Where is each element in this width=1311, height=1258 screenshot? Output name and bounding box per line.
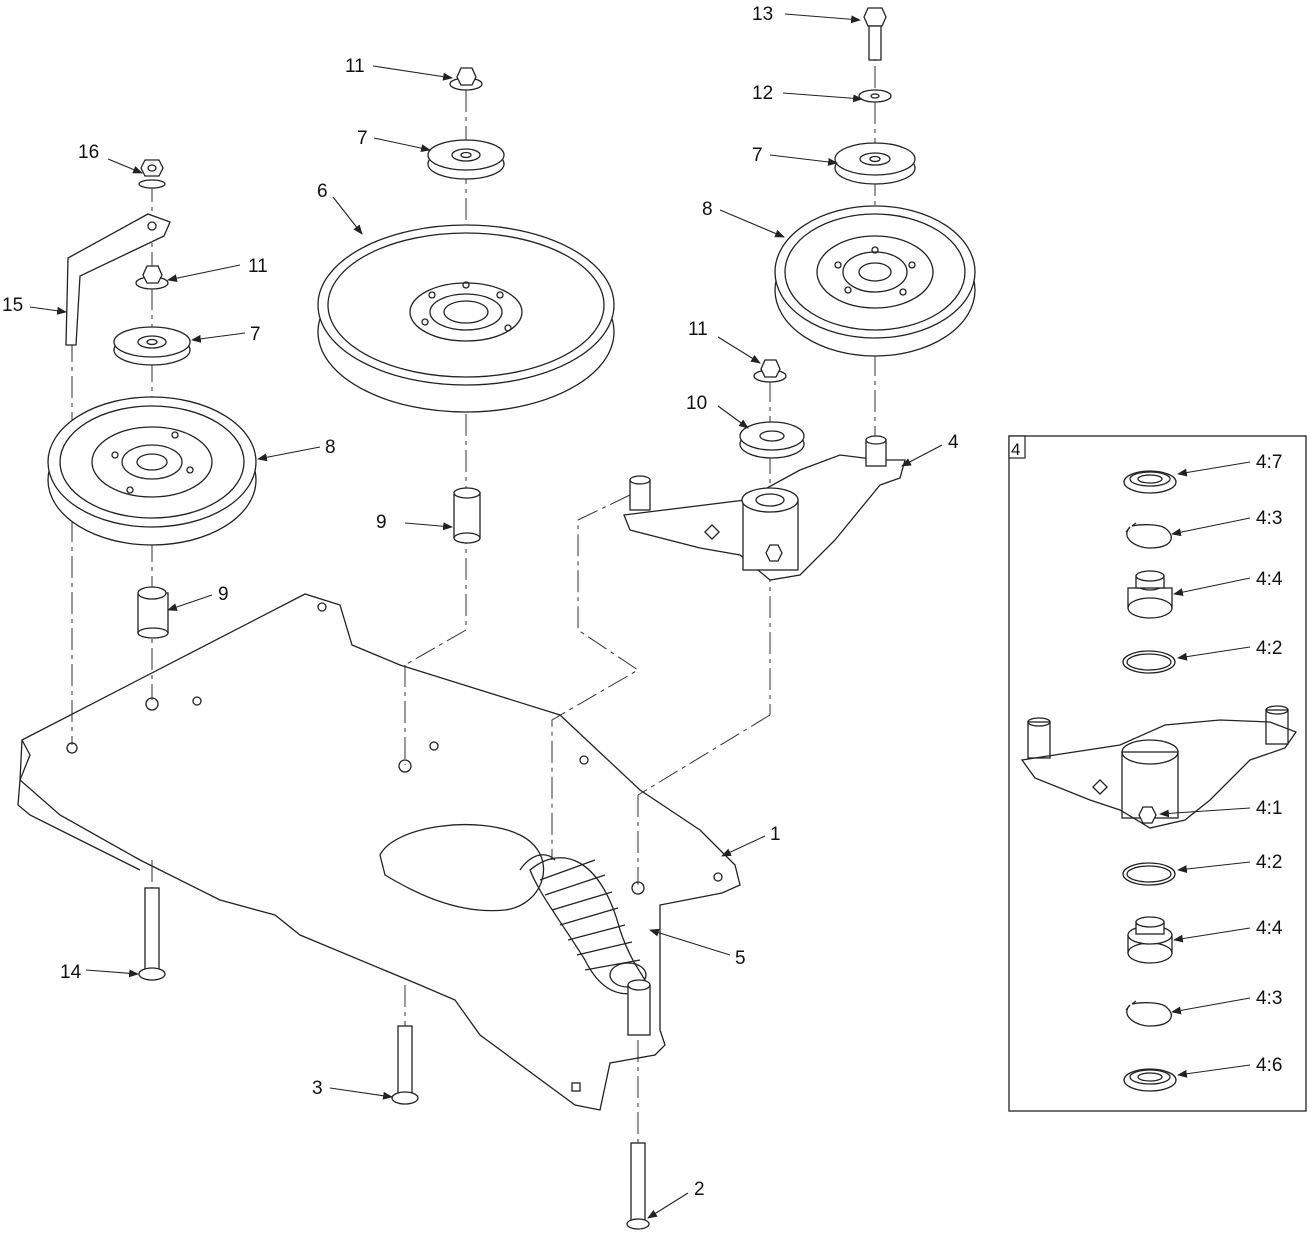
nut-11-right — [753, 359, 787, 383]
drive-pulley-6 — [317, 224, 615, 413]
oring-4-2-top — [1122, 650, 1176, 674]
seal-4-6 — [1123, 1068, 1177, 1092]
oring-4-2-bottom — [1122, 862, 1176, 886]
callout-5: 5 — [735, 948, 746, 969]
inset-callout-4-2-top: 4:2 — [1256, 638, 1282, 659]
snap-ring-4-3-top — [1125, 522, 1172, 549]
nut-16 — [138, 159, 166, 189]
callout-11-right: 11 — [688, 319, 708, 340]
spacer-9-left — [137, 586, 169, 639]
callout-10: 10 — [686, 393, 707, 414]
bolt-14 — [138, 887, 166, 981]
bearing-10 — [739, 421, 805, 459]
bracket-15 — [65, 213, 171, 346]
seal-4-7 — [1123, 470, 1177, 494]
inset-callout-4-6: 4:6 — [1256, 1055, 1282, 1076]
callout-9-center: 9 — [376, 512, 387, 533]
callout-leaders — [29, 13, 943, 1219]
callout-2: 2 — [694, 1179, 705, 1200]
callout-1: 1 — [770, 824, 781, 845]
washer-12 — [858, 89, 892, 103]
callout-14: 14 — [60, 962, 82, 983]
pulley-8-right — [774, 205, 976, 357]
callout-15: 15 — [2, 295, 23, 316]
callout-13: 13 — [752, 4, 773, 25]
inset-callout-4-3-bottom: 4:3 — [1256, 988, 1282, 1009]
callout-7-left: 7 — [250, 324, 261, 345]
tension-spring — [519, 854, 649, 995]
nut-11-center — [449, 67, 483, 91]
inset-callout-4-7: 4:7 — [1256, 452, 1282, 473]
callout-11-left: 11 — [248, 256, 268, 277]
callout-labels: 13 12 7 8 11 7 6 16 11 15 7 8 9 9 11 10 … — [2, 4, 959, 1200]
callout-7-center: 7 — [357, 128, 368, 149]
inset-callout-4-2-bottom: 4:2 — [1256, 852, 1282, 873]
bolt-3 — [391, 1025, 419, 1105]
callout-6: 6 — [317, 181, 328, 202]
stud-post — [627, 979, 651, 1036]
bolt-13 — [863, 7, 887, 61]
callout-12: 12 — [752, 83, 773, 104]
nut-11-left — [135, 265, 169, 290]
inset-detail-4: 4 — [1008, 435, 1307, 1112]
bolt-2 — [626, 1142, 650, 1230]
inset-callout-4-3-top: 4:3 — [1256, 508, 1282, 529]
idler-arm-4 — [623, 435, 906, 581]
spacer-9-center — [453, 487, 481, 544]
snap-ring-4-3-bottom — [1125, 1000, 1172, 1027]
callout-8-right: 8 — [702, 199, 713, 220]
inset-tag: 4 — [1011, 440, 1020, 459]
callout-16: 16 — [78, 142, 99, 163]
mounting-plate — [17, 593, 741, 1111]
inset-callout-4-4-bottom: 4:4 — [1256, 918, 1283, 939]
washer-7-right — [834, 142, 916, 185]
bearing-4-4-bottom — [1127, 916, 1173, 964]
callout-3: 3 — [312, 1078, 323, 1099]
callout-7-right: 7 — [752, 145, 763, 166]
idler-arm-4-1 — [1020, 705, 1298, 829]
pulley-8-left — [47, 396, 257, 546]
callout-8-left: 8 — [325, 437, 336, 458]
bearing-4-4-top — [1127, 570, 1173, 619]
inset-callout-4-1: 4:1 — [1256, 798, 1282, 819]
callout-11-center: 11 — [345, 56, 365, 77]
washer-7-left — [113, 326, 191, 366]
inset-callout-4-4-top: 4:4 — [1256, 569, 1283, 590]
callout-4: 4 — [948, 432, 959, 453]
washer-7-center — [427, 139, 505, 180]
callout-9-left: 9 — [218, 584, 229, 605]
